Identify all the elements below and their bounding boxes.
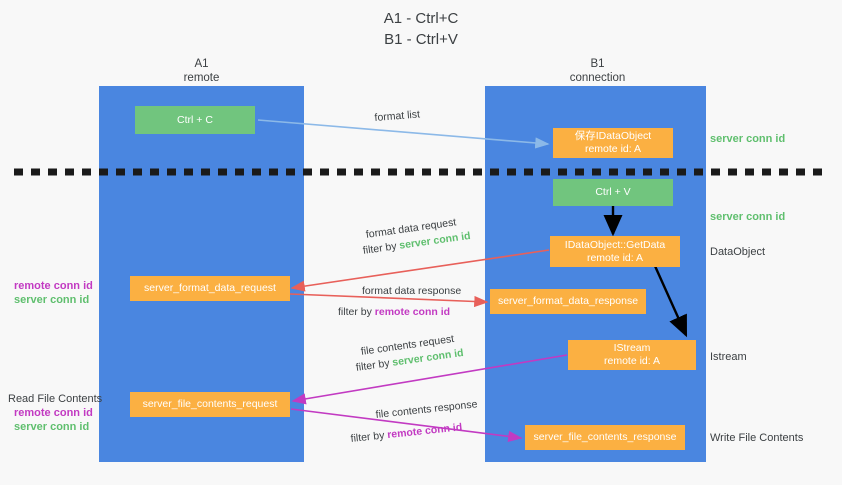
node-server-file-contents-request[interactable]: server_file_contents_request	[130, 392, 290, 417]
node-server-file-contents-response[interactable]: server_file_contents_response	[525, 425, 685, 450]
node-ctrl-v[interactable]: Ctrl + V	[553, 179, 673, 206]
column-header-a1: A1 remote	[183, 58, 220, 84]
left-label-read-file-contents: Read File Contents remote conn id server…	[8, 392, 102, 434]
right-label-dataobject: DataObject	[710, 246, 766, 258]
node-istream[interactable]: IStream remote id: A	[568, 340, 696, 370]
filter-value-remote-conn-id: remote conn id	[386, 421, 463, 442]
node-save-idataobject[interactable]: 保存IDataObject remote id: A	[553, 128, 673, 158]
filter-prefix: filter by	[338, 306, 375, 318]
edge-label-format-data-response: format data response	[362, 285, 462, 297]
node-ctrl-c[interactable]: Ctrl + C	[135, 106, 255, 134]
page-title: A1 - Ctrl+C B1 - Ctrl+V	[383, 10, 459, 48]
right-label-server-conn-id-top: server conn id	[710, 133, 786, 145]
right-label-server-conn-id-second: server conn id	[710, 211, 786, 223]
node-server-format-data-request[interactable]: server_format_data_request	[130, 276, 290, 301]
filter-prefix: filter by	[350, 429, 388, 445]
edge-filter-format-data-response: filter by remote conn id	[338, 305, 450, 319]
left-label-read-file-contents-heading: Read File Contents	[8, 393, 103, 405]
node-idataobject-getdata[interactable]: IDataObject::GetData remote id: A	[550, 236, 680, 267]
left-label-server-conn-id: server conn id	[14, 294, 90, 306]
node-server-format-data-response[interactable]: server_format_data_response	[490, 289, 646, 314]
edge-label-format-list: format list	[374, 108, 421, 124]
right-label-write-file-contents: Write File Contents	[710, 432, 804, 444]
left-label-remote-conn-id: remote conn id	[14, 280, 93, 292]
left-label-conn-ids-format: remote conn id server conn id	[14, 279, 93, 307]
edge-label-file-contents-response: file contents response	[375, 398, 478, 421]
left-label-server-conn-id: server conn id	[14, 421, 90, 433]
filter-prefix: filter by	[355, 356, 394, 374]
left-label-remote-conn-id: remote conn id	[14, 407, 93, 419]
filter-value-remote-conn-id: remote conn id	[374, 306, 451, 318]
edge-filter-file-contents-response: filter by remote conn id	[350, 420, 463, 446]
column-header-b1: B1 connection	[569, 58, 626, 84]
filter-prefix: filter by	[362, 239, 401, 257]
right-label-istream: Istream	[710, 351, 747, 363]
